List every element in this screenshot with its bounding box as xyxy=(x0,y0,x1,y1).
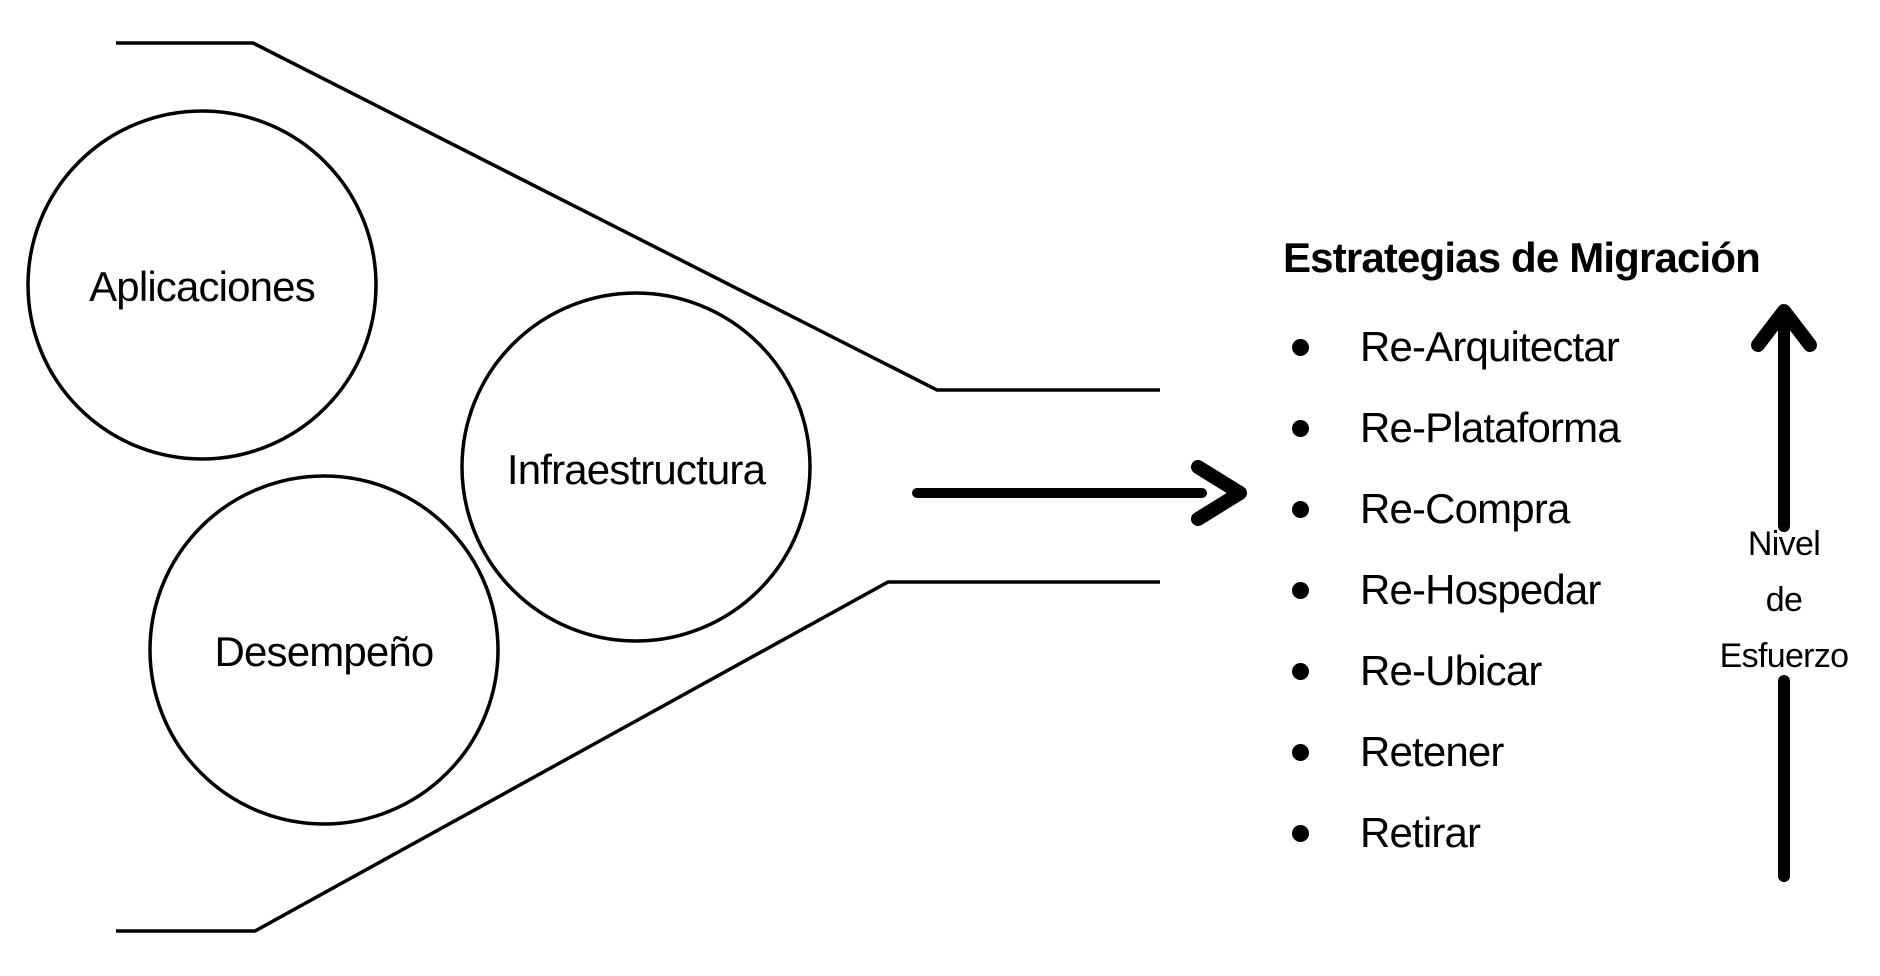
list-item: Re-Plataforma xyxy=(1292,400,1621,456)
effort-label-line: Nivel xyxy=(1747,525,1821,563)
circle-aplicaciones xyxy=(26,109,378,461)
circle-infraestructura xyxy=(460,291,812,643)
effort-axis-label: Nivel de Esfuerzo xyxy=(1720,516,1849,684)
list-item-label: Retirar xyxy=(1360,809,1481,856)
circle-label-infraestructura: Infraestructura xyxy=(506,446,766,493)
bullet-icon xyxy=(1292,500,1309,518)
list-item-label: Re-Hospedar xyxy=(1360,566,1601,613)
list-item: Re-Ubicar xyxy=(1292,643,1542,699)
bullet-icon xyxy=(1292,662,1309,680)
circle-desempeno xyxy=(148,474,500,826)
funnel-bottom-line xyxy=(116,580,1160,933)
list-item: Retener xyxy=(1292,724,1504,780)
bullet-icon xyxy=(1292,743,1309,761)
list-item: Retirar xyxy=(1292,805,1481,861)
circle-label-aplicaciones: Aplicaciones xyxy=(89,263,316,310)
bullet-icon xyxy=(1292,824,1309,842)
up-arrow-icon xyxy=(1751,304,1817,882)
list-item: Re-Hospedar xyxy=(1292,562,1601,618)
list-item-label: Re-Arquitectar xyxy=(1360,323,1620,370)
bullet-icon xyxy=(1292,419,1309,437)
list-item-label: Re-Compra xyxy=(1360,485,1570,532)
circle-label-desempeno: Desempeño xyxy=(214,628,435,675)
effort-label-line: Esfuerzo xyxy=(1719,637,1849,675)
bullet-icon xyxy=(1292,581,1309,599)
effort-label-line: de xyxy=(1765,581,1803,619)
list-item-label: Re-Plataforma xyxy=(1360,404,1621,451)
list-item: Re-Arquitectar xyxy=(1292,319,1620,375)
strategies-title: Estrategias de Migración xyxy=(1283,234,1761,281)
list-item-label: Re-Ubicar xyxy=(1360,647,1542,694)
bullet-icon xyxy=(1292,338,1309,356)
list-item-label: Retener xyxy=(1360,728,1504,775)
funnel-top-line xyxy=(116,41,1160,392)
list-item: Re-Compra xyxy=(1292,481,1570,537)
right-arrow-icon xyxy=(912,460,1247,526)
